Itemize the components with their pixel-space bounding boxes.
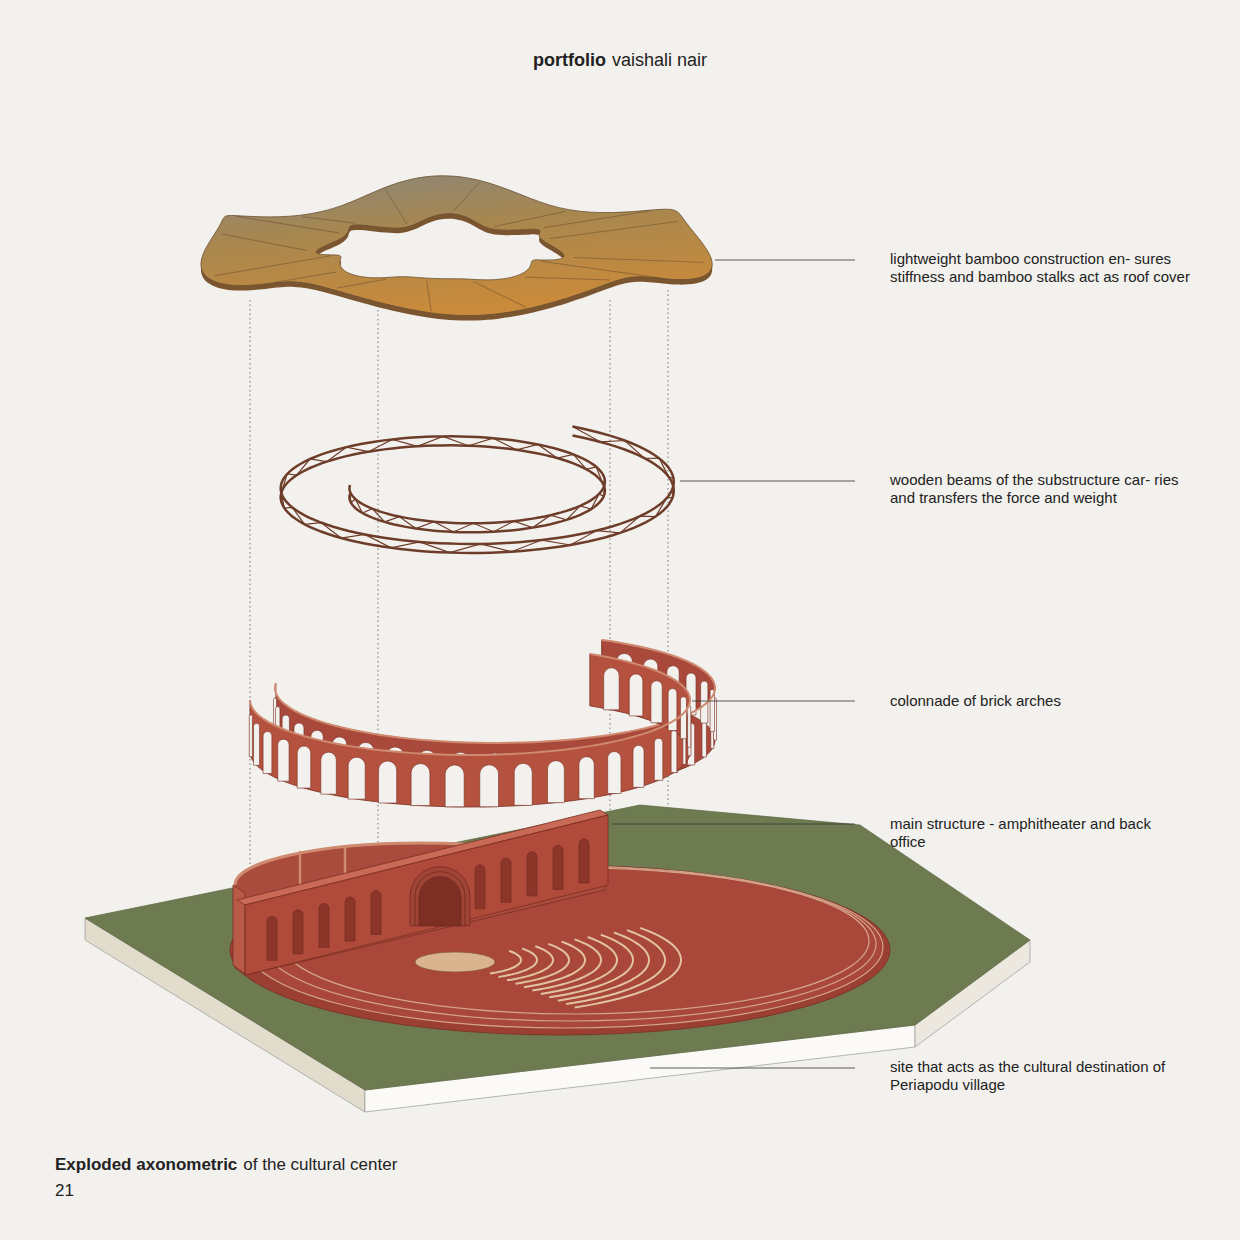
seating-row (566, 930, 665, 1004)
wall-arch (475, 865, 485, 909)
colonnade-arch-opening (608, 752, 621, 794)
colonnade-arch-opening (297, 746, 311, 788)
colonnade-arch-opening (254, 723, 260, 765)
seating-row (549, 935, 633, 998)
roof-fold (473, 281, 525, 307)
colonnade-arch-opening (604, 668, 619, 710)
stage (415, 952, 495, 972)
main-arch (410, 867, 470, 926)
seating-row (498, 949, 537, 977)
leader-line (650, 1068, 855, 1069)
colonnade-front-ring (250, 654, 690, 807)
callout-text: lightweight bamboo construction en- sure… (890, 250, 1190, 286)
slab-top-grass (85, 805, 1030, 1090)
seating-row (507, 946, 553, 980)
colonnade-arch-opening (548, 761, 565, 803)
wall-arch (267, 916, 277, 960)
colonnade-arch-opening (633, 745, 644, 787)
page-number: 21 (55, 1181, 74, 1201)
wall-arch (293, 910, 303, 954)
colonnade-arch-opening (579, 757, 594, 799)
wall-arch (579, 839, 589, 883)
roof-fold (236, 216, 339, 233)
seating-row (558, 932, 649, 1000)
roof-fold (550, 221, 678, 238)
colonnade-arch-opening (379, 761, 397, 803)
roof-fold (544, 211, 650, 228)
truss-rail (281, 436, 674, 553)
roof-fold (275, 272, 337, 282)
roof-fold (303, 217, 355, 223)
colonnade-top-edge (250, 654, 690, 755)
colonnade-arch-opening (263, 731, 272, 773)
truss-rail (281, 427, 674, 544)
portfolio-heading: portfolio (533, 50, 606, 72)
colonnade-arch-opening (321, 752, 336, 794)
wall-arch (501, 858, 511, 902)
roof-fold (427, 281, 432, 311)
colonnade-arch-opening (651, 681, 662, 723)
wall-arch (527, 852, 537, 896)
leader-line (715, 260, 855, 261)
wall-arch (371, 891, 381, 935)
roof-fold (525, 277, 610, 280)
caption-row: Exploded axonometric of the cultural cent… (55, 1155, 397, 1175)
callout-text: main structure - amphitheater and back o… (890, 815, 1190, 851)
colonnade-arch-opening (480, 765, 499, 807)
callout-text: colonnade of brick arches (890, 692, 1190, 710)
roof-fold (222, 234, 307, 251)
callout-text: wooden beams of the substructure car- ri… (890, 471, 1190, 507)
colonnade-arch-opening (514, 763, 532, 805)
colonnade-arch-opening (411, 764, 430, 806)
bamboo-roof (201, 176, 712, 316)
roof-fold (214, 256, 331, 276)
colonnade-arch-opening (249, 715, 252, 757)
wall-front-face (245, 815, 608, 975)
colonnade-arch-opening (688, 705, 691, 747)
title-row: portfolio vaishali nair (0, 50, 1240, 72)
wall-arch (319, 903, 329, 947)
colonnade-arch-opening (278, 739, 289, 781)
roof-fold (453, 182, 479, 211)
author-name: vaishali nair (612, 50, 707, 72)
wall-arch (553, 845, 563, 889)
roof-fold (541, 261, 664, 278)
roof-fold (386, 190, 407, 224)
truss-diagonals (281, 427, 674, 553)
wall-arch (345, 897, 355, 941)
colonnade-arch-opening (654, 738, 662, 780)
callout-text: site that acts as the cultural destinati… (890, 1058, 1190, 1094)
caption-heading: Exploded axonometric (55, 1155, 237, 1175)
colonnade-arch-opening (680, 697, 686, 739)
colonnade-arch-opening (671, 731, 677, 773)
main-arch (419, 877, 461, 926)
caption-text: of the cultural center (243, 1155, 397, 1175)
seating-row (541, 937, 617, 994)
roof-fold (337, 279, 386, 288)
leader-line (680, 481, 855, 482)
seating-row (575, 928, 681, 1008)
colonnade-arch-opening (629, 674, 643, 716)
leader-line (612, 824, 855, 825)
roof-fold (573, 257, 704, 262)
projection-line (250, 300, 251, 885)
colonnade-arch-opening (445, 765, 464, 807)
leader-line (692, 701, 855, 702)
colonnade-arch-opening (348, 757, 365, 799)
roof-fold (494, 211, 566, 226)
main-arch (415, 872, 465, 926)
